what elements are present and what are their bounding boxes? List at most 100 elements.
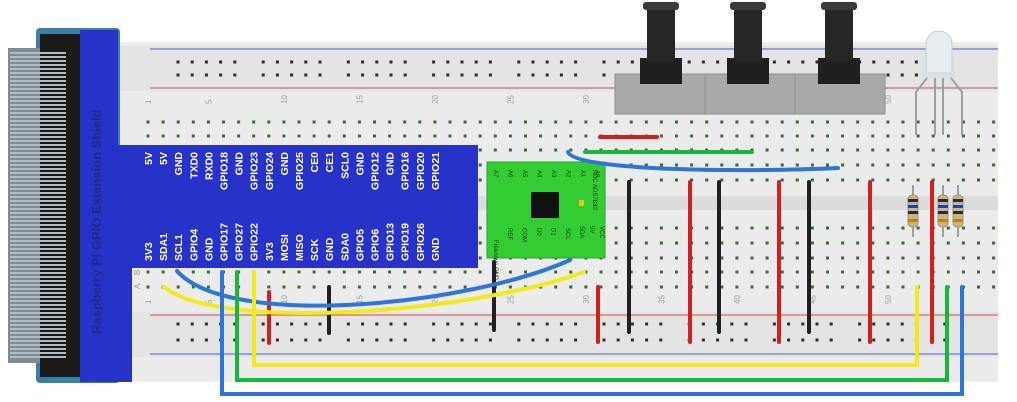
shield-bottom-pin-label: GND — [324, 237, 336, 261]
shield-top-pin-label: GPIO21 — [430, 152, 442, 190]
gpio-extension-shield — [80, 30, 478, 382]
column-number: 25 — [506, 295, 515, 304]
shield-title: Raspberry Pi GPIO Extension Shield — [89, 109, 104, 334]
column-number: 10 — [280, 95, 289, 104]
column-number: 15 — [355, 95, 364, 104]
adc-pin-label: REF — [506, 228, 512, 240]
shield-top-pin-label: 5V — [143, 152, 155, 165]
shield-top-pin-label: GPIO23 — [249, 152, 261, 190]
column-number: 35 — [657, 295, 666, 304]
column-number: 50 — [884, 295, 893, 304]
adc-pin-label: COM — [521, 228, 527, 242]
wire-green-long — [235, 270, 949, 382]
column-number: 15 — [355, 295, 364, 304]
shield-bottom-pin-label: GPIO22 — [249, 223, 261, 261]
shield-top-pin-label: CE1 — [324, 152, 336, 173]
shield-bottom-pin-label: GPIO19 — [400, 223, 412, 261]
shield-bottom-pin-label: SDA0 — [339, 233, 351, 261]
resistor — [937, 185, 949, 237]
shield-top-pin-label: TXD0 — [188, 152, 200, 179]
adc-led — [579, 200, 584, 206]
shield-top-pin-label: 5V — [158, 152, 170, 165]
column-number: 1 — [144, 299, 153, 304]
adc-pin-label: A4 — [536, 170, 542, 178]
column-number: 20 — [431, 295, 440, 304]
shield-top-pin-label: GND — [354, 152, 366, 176]
adc-pin-label: SCL — [564, 228, 570, 240]
shield-top-pin-label: GPIO20 — [415, 152, 427, 190]
shield-bottom-pin-label: 3V3 — [264, 242, 276, 261]
bottom-power-rail — [120, 312, 998, 357]
shield-bottom-pin-label: SDA1 — [158, 233, 170, 261]
resistor — [952, 185, 964, 237]
potentiometer-1 — [614, 2, 706, 115]
adc-pin-label: SDA — [578, 226, 584, 238]
column-number: 5 — [204, 299, 213, 304]
wire-blue-top — [566, 150, 840, 173]
shield-bottom-pin-label: 3V3 — [143, 242, 155, 261]
column-number: 45 — [808, 295, 817, 304]
adc-pin-label: D1 — [550, 228, 556, 236]
row-letter: B — [133, 270, 142, 275]
adc-pin-label: 5V — [588, 226, 594, 233]
shield-bottom-pin-label: GPIO27 — [234, 223, 246, 261]
shield-top-pin-label: GND — [234, 152, 246, 176]
wire-yellow-arc — [162, 270, 586, 315]
column-number: 30 — [582, 95, 591, 104]
adc-pin-label: A3 — [550, 170, 556, 178]
shield-bottom-pin-label: GPIO26 — [415, 223, 427, 261]
wire-yellow-long — [252, 270, 919, 367]
adc-pin-label: A2 — [565, 170, 571, 178]
adc-pin-label: A1 — [579, 170, 585, 178]
shield-bottom-pin-label: SCL1 — [173, 234, 185, 261]
resistor — [907, 185, 919, 237]
column-number: 25 — [506, 95, 515, 104]
adc-chip — [531, 192, 559, 218]
shield-top-pin-label: SCL0 — [339, 152, 351, 179]
rgb-led — [915, 30, 963, 135]
shield-bottom-pin-label: MOSI — [279, 234, 291, 261]
resistors — [907, 185, 964, 237]
shield-top-pin-label: GND — [385, 152, 397, 176]
shield-bottom-pin-label: GND — [430, 237, 442, 261]
shield-top-pin-label: CE0 — [309, 152, 321, 173]
column-number: 10 — [280, 295, 289, 304]
adc-side-label: ADC ADS7830 — [591, 170, 597, 210]
column-number: 50 — [884, 95, 893, 104]
adc-pin-label: VCC — [598, 226, 604, 239]
shield-bottom-pin-label: MISO — [294, 234, 306, 261]
shield-bottom-pin-label: GPIO5 — [354, 229, 366, 261]
shield-top-pin-label: RXD0 — [203, 152, 215, 180]
shield-top-pin-label: GPIO18 — [219, 152, 231, 190]
adc-pin-label: A5 — [521, 170, 527, 178]
adc-pin-label: A0 — [594, 170, 600, 178]
adc-pin-label: D0 — [535, 228, 541, 236]
shield-bottom-pin-label: GPIO6 — [370, 229, 382, 261]
adc-pin-label: A6 — [507, 170, 513, 178]
potentiometer-3 — [794, 2, 886, 115]
shield-top-pin-label: GPIO16 — [400, 152, 412, 190]
adc-pin-label: A7 — [492, 170, 498, 178]
shield-top-pin-label: GPIO25 — [294, 152, 306, 190]
row-letters: AB — [133, 270, 142, 289]
shield-bottom-pin-label: GND — [203, 237, 215, 261]
column-number: 5 — [204, 99, 213, 104]
row-letter: A — [133, 283, 142, 289]
shield-bottom-pin-label: GPIO4 — [188, 229, 200, 261]
shield-bottom-pin-label: GPIO13 — [385, 223, 397, 261]
wire-blue-long — [220, 270, 964, 396]
column-number: 30 — [582, 295, 591, 304]
potentiometer-2 — [704, 2, 796, 115]
wires — [162, 135, 964, 396]
potentiometers — [614, 2, 886, 115]
shield-bottom-pin-label: GPIO17 — [219, 223, 231, 261]
shield-top-pin-label: GPIO12 — [370, 152, 382, 190]
column-number: 1 — [144, 99, 153, 104]
column-number: 20 — [431, 95, 440, 104]
shield-top-pin-label: GND — [173, 152, 185, 176]
column-number: 40 — [733, 295, 742, 304]
